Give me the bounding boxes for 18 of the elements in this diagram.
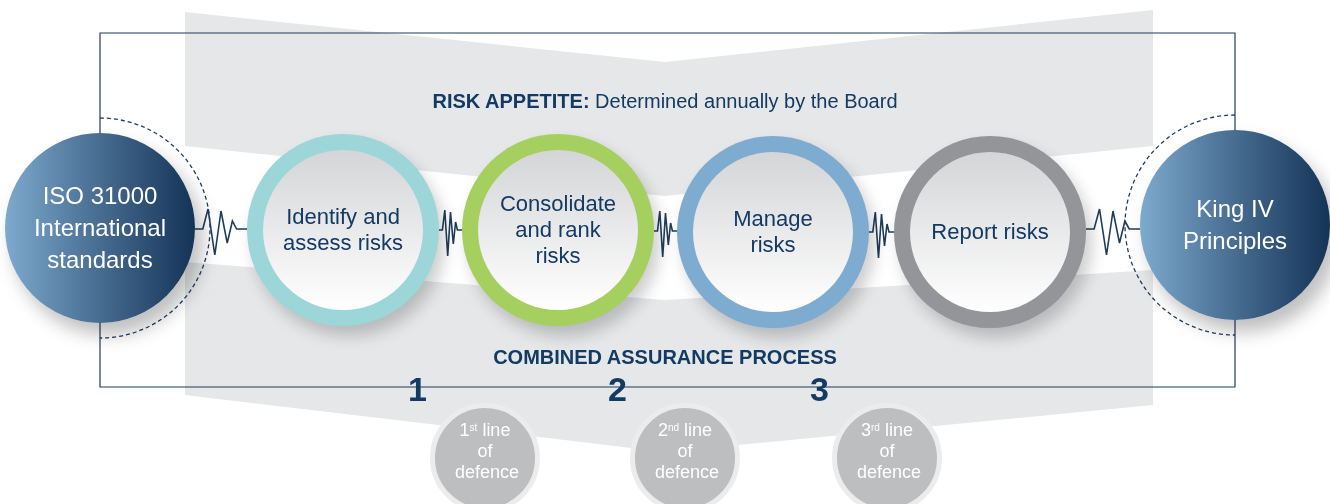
band-heading: COMBINED ASSURANCE PROCESS xyxy=(493,346,837,368)
step-number: 3 xyxy=(810,369,829,409)
step-label: Manage risks xyxy=(732,206,814,258)
step-label: Consolidate and rank risks xyxy=(498,191,618,269)
band-heading: RISK APPETITE: Determined annually by the Board xyxy=(432,90,898,112)
pulse-line xyxy=(653,210,678,258)
step-label: Identify and assess risks xyxy=(282,204,404,256)
step-number: 2 xyxy=(608,369,627,409)
pulse-line xyxy=(438,209,463,257)
pulse-line xyxy=(1085,208,1141,256)
bracket-line xyxy=(99,319,1236,388)
pulse-line xyxy=(194,208,248,256)
step-number: 1 xyxy=(408,369,427,409)
circle-label: King IV Principles xyxy=(1181,194,1288,256)
bracket-line xyxy=(99,32,1236,134)
pulse-line xyxy=(868,211,895,259)
circle-label: ISO 31000 International standards xyxy=(32,181,168,275)
step-label: Report risks xyxy=(930,219,1050,245)
